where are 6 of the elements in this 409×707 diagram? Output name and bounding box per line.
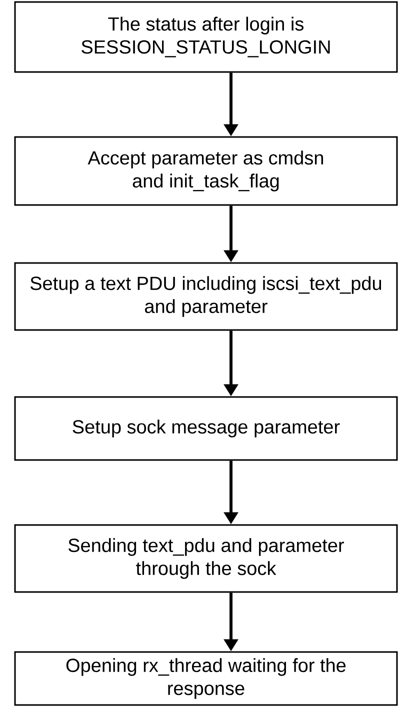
process-box: The status after login is SESSION_STATUS_LONGIN	[14, 1, 398, 73]
process-box: Setup a text PDU including iscsi_text_pdu and parameter	[14, 262, 398, 331]
process-box: Setup sock message parameter	[14, 396, 398, 461]
process-box: Opening rx_thread waiting for the response	[14, 651, 398, 706]
process-box: Sending text_pdu and parameter through the sock	[14, 524, 398, 593]
process-box: Accept parameter as cmdsn and init_task_flag	[14, 136, 398, 206]
